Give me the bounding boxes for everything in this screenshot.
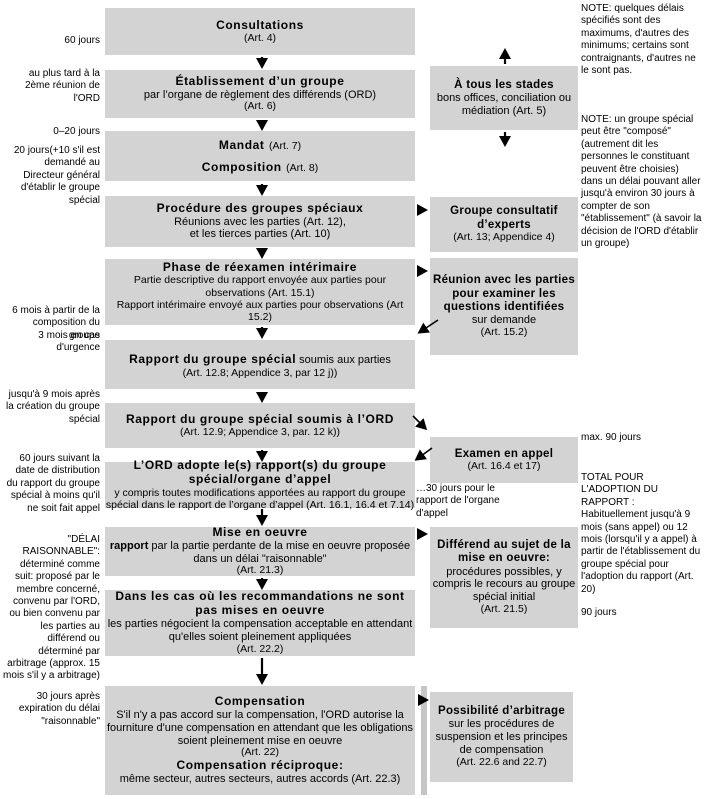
time-label-6-mois: 6 mois à partir de la composition du gro… [12, 305, 100, 341]
box-rapport-parties: Rapport du groupe spécial soumis aux par… [105, 340, 415, 389]
time-label-60-jours: 60 jours [64, 35, 100, 46]
article-ref: (Art. 13; Appendice 4) [453, 230, 555, 243]
time-label-30-jours: 30 jours après expiration du délai "rais… [18, 691, 100, 727]
box-title: Procédure des groupes spéciaux [156, 200, 364, 215]
box-title: Différend au sujet de la mise en oeuvre: [437, 539, 571, 565]
mandat-line: Mandat (Art. 7) [219, 136, 301, 154]
box-procedure-groupes-speciaux: Procédure des groupes spéciaux Réunions … [105, 196, 415, 247]
box-body: sur demande [471, 314, 537, 327]
box-title: Possibilité d’arbitrage [437, 705, 566, 718]
box-body: y compris toutes modifications apportées… [105, 486, 415, 511]
box-body: rapport par la partie perdante de la mis… [105, 540, 415, 566]
box-body: procédures possibles, y compris le recou… [432, 565, 576, 604]
box-title: Consultations [216, 17, 304, 32]
box-examen-en-appel: Examen en appel (Art. 16.4 et 17) [430, 437, 578, 483]
box-rapport-ord: Rapport du groupe spécial soumis à l’ORD… [105, 403, 415, 448]
article-ref: (Art. 22) [241, 746, 279, 759]
article-ref: (Art. 4) [243, 31, 277, 44]
box-compensation: Compensation S'il n'y a pas accord sur l… [105, 686, 415, 795]
note-total-adoption: TOTAL POUR L'ADOPTION DU RAPPORT : Habit… [581, 472, 701, 595]
box-body: sur les procédures de suspension et les … [435, 718, 568, 757]
box-body-rest: par la partie perdante de la mise en oeu… [148, 539, 411, 565]
box-subtitle: Compensation réciproque: [176, 758, 344, 773]
box-possibilite-arbitrage: Possibilité d’arbitrage sur les procédur… [430, 692, 573, 782]
article-ref: (Art. 16.4 et 17) [467, 459, 541, 472]
time-label-20-jours: 20 jours(+10 s'il est demandé au Directe… [13, 145, 100, 206]
box-consultations: Consultations (Art. 4) [105, 8, 415, 55]
box-title: Réunion avec les parties pour examiner l… [432, 274, 576, 313]
composition-line: Composition (Art. 8) [202, 158, 318, 176]
box-body: et les tierces parties (Art. 10) [189, 228, 331, 241]
time-label-0-20-jours: 0–20 jours [53, 126, 100, 137]
box-body: les parties négocient la compensation ac… [107, 618, 413, 643]
box-title: Rapport du groupe spécial [129, 351, 297, 366]
box-title: L’ORD adopte le(s) rapport(s) du groupe … [133, 457, 387, 486]
time-label-9-mois: jusqu'à 9 mois après la création du grou… [6, 389, 100, 425]
box-title: Mandat [218, 138, 265, 152]
box-title: Composition [201, 160, 282, 174]
time-label-30-jours-organe-appel: …30 jours pour le rapport de l'organe d'… [416, 483, 500, 519]
box-body: Rapport intérimaire envoyé aux parties p… [116, 298, 404, 324]
box-etablissement: Établissement d’un groupe par l’organe d… [105, 70, 415, 118]
box-title: Mise en oeuvre [212, 524, 308, 539]
box-title: À tous les stades [454, 78, 554, 91]
box-body: S'il n'y a pas accord sur la compensatio… [106, 708, 414, 747]
article-ref: (Art. 12.9; Appendice 3, par. 12 k)) [180, 425, 340, 438]
box-differend-mise-en-oeuvre: Différend au sujet de la mise en oeuvre:… [430, 527, 578, 628]
box-title: Compensation [214, 694, 306, 709]
article-ref: (Art. 22.2) [236, 642, 284, 655]
box-tous-les-stades: À tous les stades bons offices, concilia… [430, 66, 578, 130]
box-title: Établissement d’un groupe [175, 73, 345, 88]
box-mandat-composition: Mandat (Art. 7) Composition (Art. 8) [105, 131, 415, 181]
time-label-90-jours: 90 jours [581, 607, 617, 618]
article-ref: (Art. 12.8; Appendice 3, par 12 j)) [182, 366, 338, 379]
time-label-2eme-reunion: au plus tard à la 2ème réunion de l'ORD [24, 68, 100, 104]
box-mise-en-oeuvre: Mise en oeuvre rapport par la partie per… [105, 524, 415, 577]
box-body: Réunions avec les parties (Art. 12), [174, 215, 346, 228]
time-label-60-jours-distribution: 60 jours suivant la date de distribution… [6, 453, 100, 514]
article-ref: (Art. 15.2) [480, 325, 528, 338]
article-ref: (Art. 7) [268, 140, 302, 152]
box-title: Examen en appel [454, 447, 554, 460]
article-ref: (Art. 22.6 and 22.7) [456, 756, 547, 769]
box-title: Phase de réexamen intérimaire [162, 259, 358, 274]
box-recommandations-non-mises-en-oeuvre: Dans les cas où les recommandations ne s… [105, 590, 415, 656]
box-title: Dans les cas où les recommandations ne s… [115, 589, 405, 618]
box-body: bons offices, conciliation ou médiation … [436, 91, 572, 117]
box-reunion-parties: Réunion avec les parties pour examiner l… [430, 258, 578, 355]
note-delais: NOTE: quelques délais spécifiés sont des… [581, 3, 696, 76]
time-label-delai-raisonnable: "DÉLAI RAISONNABLE": déterminé comme sui… [3, 534, 100, 682]
box-phase-reexamen: Phase de réexamen intérimaire Partie des… [105, 259, 415, 325]
box-title-suffix: soumis aux parties [296, 353, 391, 366]
box-body: même secteur, autres secteurs, autres ac… [119, 773, 401, 786]
article-ref: (Art. 8) [286, 162, 319, 174]
time-label-max-90-jours: max. 90 jours [581, 432, 642, 443]
article-ref: (Art. 6) [243, 100, 277, 113]
title-line: Rapport du groupe spécial soumis aux par… [129, 350, 391, 368]
box-title: Groupe consultatif d’experts [450, 205, 558, 231]
box-groupe-consultatif: Groupe consultatif d’experts (Art. 13; A… [430, 197, 578, 252]
box-body: par l’organe de règlement des différends… [143, 88, 377, 101]
vertical-connector [421, 686, 427, 795]
box-ord-adopte: L’ORD adopte le(s) rapport(s) du groupe … [105, 457, 415, 511]
article-ref: (Art. 21.5) [480, 603, 528, 616]
box-body: Partie descriptive du rapport envoyée au… [133, 274, 387, 299]
note-groupe-special: NOTE: un groupe spécial peut être "compo… [581, 114, 702, 249]
time-label-3-mois: 3 mois en cas d'urgence [38, 330, 100, 354]
box-title: Rapport du groupe spécial soumis à l’ORD [125, 411, 395, 426]
article-ref: (Art. 21.3) [236, 564, 284, 577]
box-body-bold: rapport [109, 539, 149, 552]
